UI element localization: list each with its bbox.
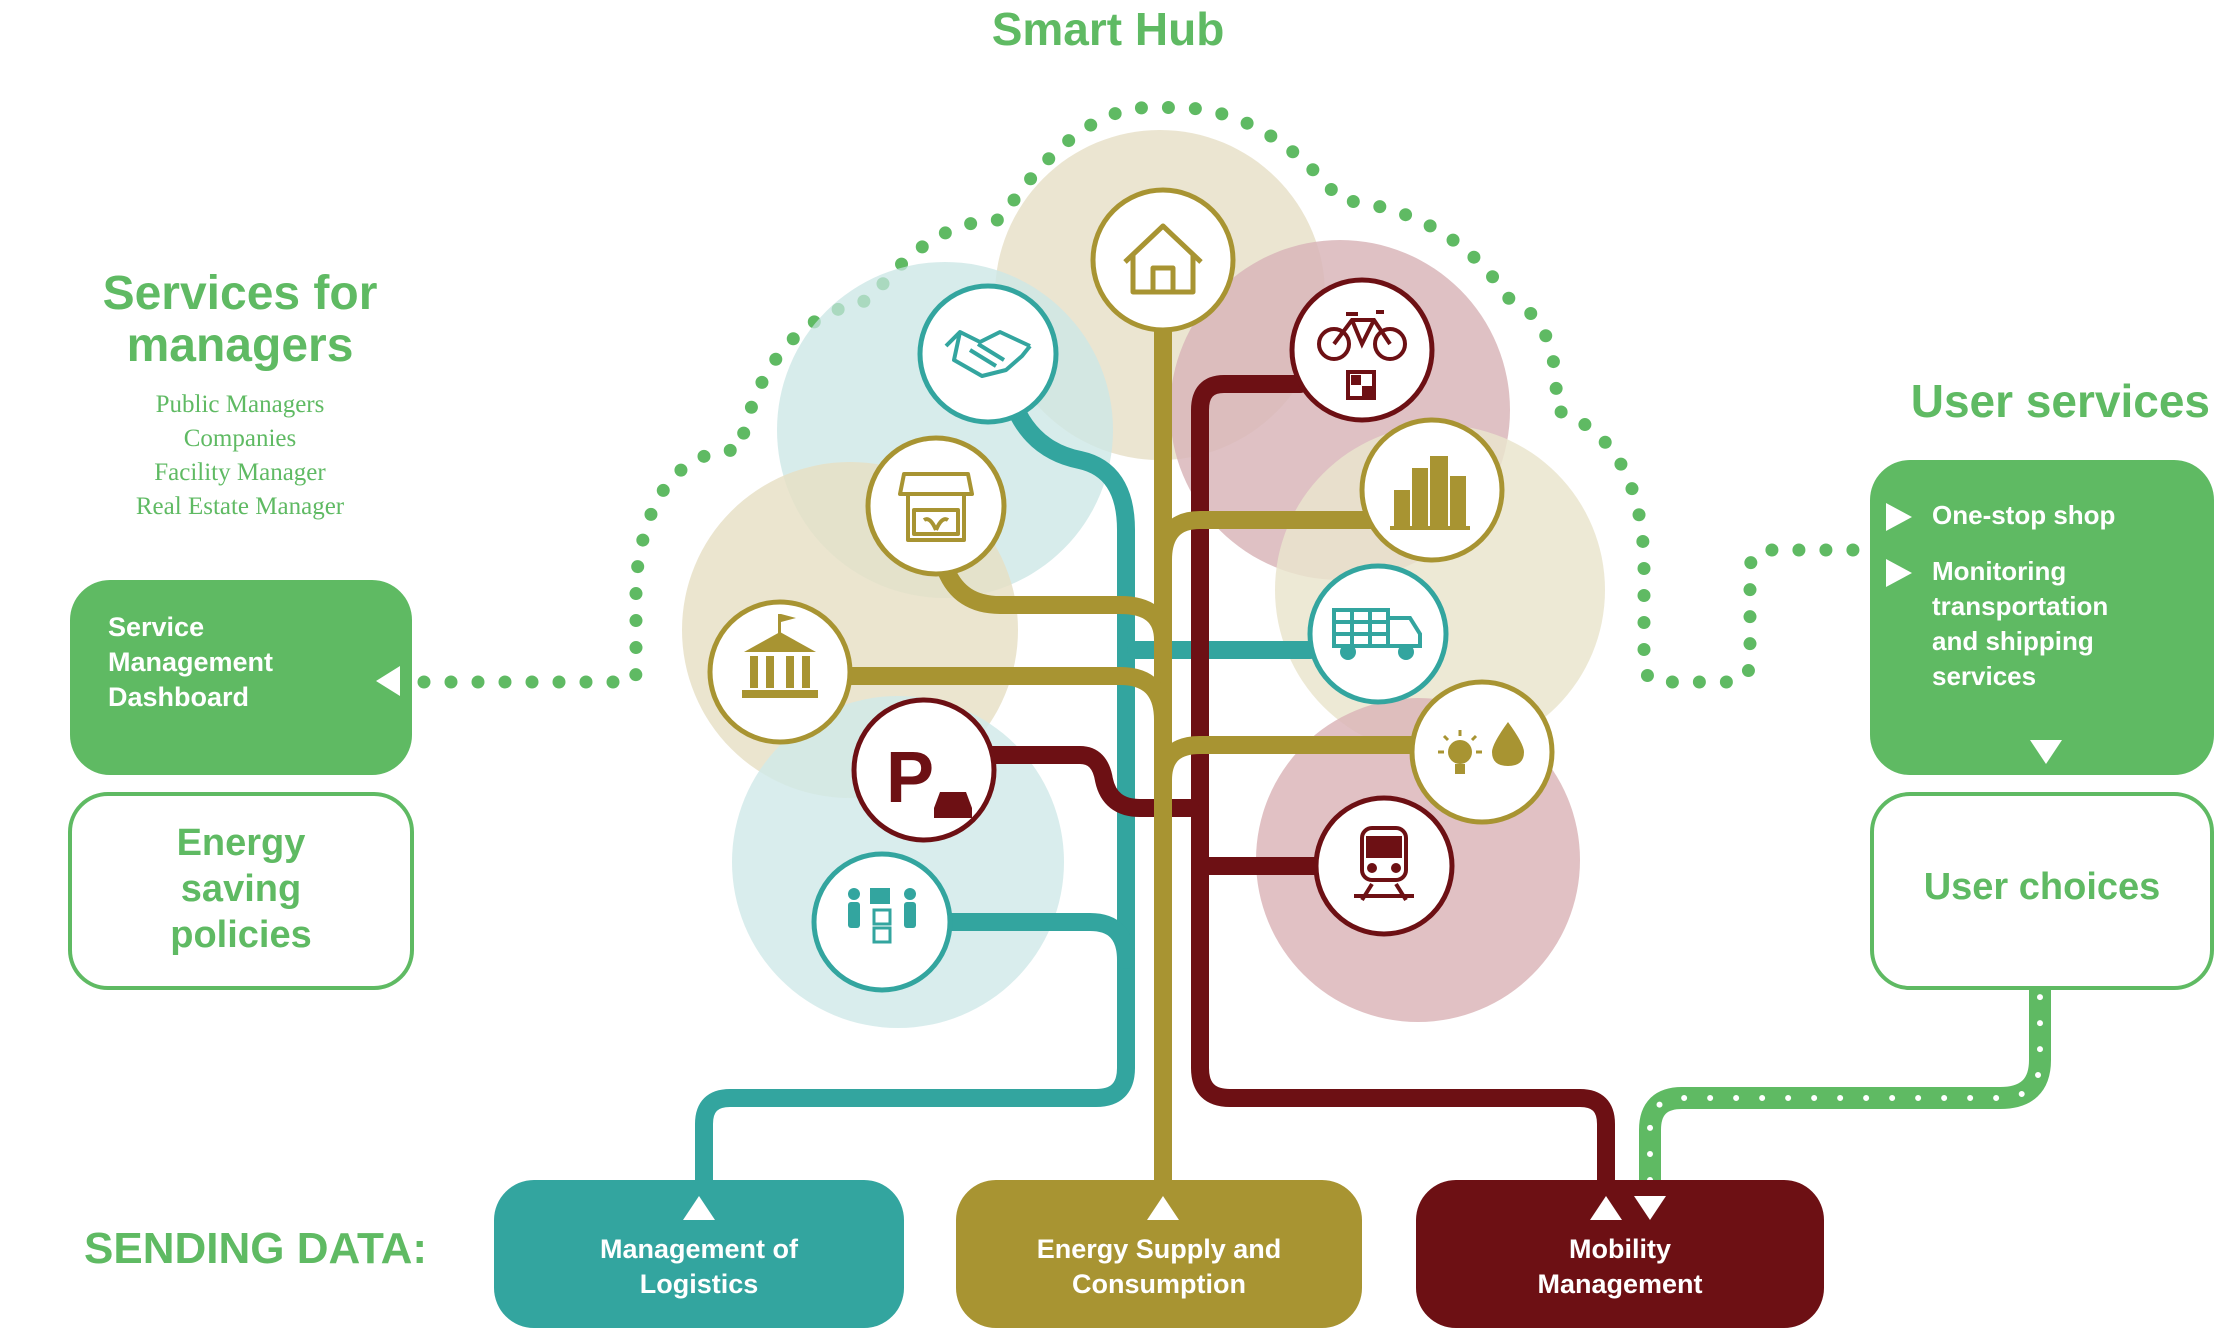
mobility-label-line1: Mobility [1569,1234,1671,1264]
energy-supply-label: Energy Supply and Consumption [956,1232,1362,1302]
truck-icon-circle [1307,563,1449,705]
gold-branches [841,309,1429,1189]
mobility-management-box[interactable]: Mobility Management [1416,1180,1824,1328]
logistics-label-line2: Logistics [639,1269,759,1299]
buildings-icon-circle [1359,417,1505,563]
managers-title-line1: Services for [102,267,378,320]
user-services-title: User services [1910,375,2210,427]
arrow-up-icon [1590,1196,1622,1220]
logistics-label: Management of Logistics [494,1232,904,1302]
managers-list-item: Real Estate Manager [135,493,345,520]
bulb-drop-icon-circle [1409,679,1555,825]
train-icon-circle [1313,795,1455,937]
house-icon-circle [1090,187,1236,333]
energy-supply-label-line1: Energy Supply and [1036,1234,1282,1264]
logistics-label-line1: Management of [599,1234,799,1264]
energy-supply-label-line2: Consumption [1072,1269,1246,1299]
dashboard-label-line3: Dashboard [108,682,250,712]
arrow-up-icon [1147,1196,1179,1220]
handshake-icon [944,330,1032,378]
energy-policies-line3: policies [170,914,312,956]
sending-data-label: SENDING DATA: [84,1224,428,1273]
user-choices-link [1639,979,2051,1191]
user-service-line: Monitoring [1932,556,2067,586]
energy-policies-line2: saving [180,868,302,910]
user-choices-label: User choices [1923,866,2161,908]
bank-icon-circle [707,599,853,745]
user-choices-link-dots [1647,987,2043,1183]
user-choices-box[interactable]: User choices [1870,792,2214,990]
managers-title: Services for managers [60,268,420,372]
service-management-dashboard[interactable]: Service Management Dashboard [70,580,412,775]
logistics-management-box[interactable]: Management of Logistics [494,1180,904,1328]
maroon-branches [981,375,1615,1189]
user-service-line: and shipping [1932,626,2094,656]
arrow-right-icon [1886,559,1912,587]
user-service-line: services [1932,661,2037,691]
arrow-left-icon [376,666,400,696]
market-stall-icon-circle [865,435,1007,577]
energy-supply-box[interactable]: Energy Supply and Consumption [956,1180,1362,1328]
mobility-label: Mobility Management [1416,1232,1824,1302]
people-exchange-icon [848,888,916,944]
parking-icon-circle: P [851,697,997,843]
parking-icon: P [886,738,934,818]
arrow-up-icon [683,1196,715,1220]
bicycle-qr-icon [1317,310,1407,400]
cloud-dotted-outline [417,100,1867,689]
arrow-down-icon [1634,1196,1666,1220]
energy-policies-line1: Energy [176,822,306,864]
bulb-drop-icon [1438,722,1524,774]
managers-list-item: Public Managers [155,391,325,418]
managers-title-line2: managers [126,319,354,372]
market-stall-icon [898,472,974,542]
page-title: Smart Hub [991,3,1225,55]
user-service-label: One-stop shop [1932,500,2116,530]
managers-list: Public Managers Companies Facility Manag… [60,388,420,524]
managers-list-item: Facility Manager [154,459,326,486]
people-exchange-icon-circle [811,851,953,993]
energy-policies-label: Energy saving policies [72,820,410,958]
dashboard-label: Service Management Dashboard [108,610,338,715]
mobility-label-line2: Management [1537,1269,1703,1299]
user-services-box[interactable]: One-stop shop Monitoring transportation … [1870,460,2214,775]
energy-saving-policies[interactable]: Energy saving policies [68,792,414,990]
user-service-line: transportation [1932,591,2109,621]
dashboard-label-line1: Service [108,612,205,642]
truck-icon [1332,608,1422,660]
train-icon [1354,826,1414,902]
arrow-right-icon [1886,503,1912,531]
bicycle-qr-icon-circle [1289,277,1435,423]
bank-icon [742,614,818,698]
house-icon [1123,223,1203,295]
handshake-icon-circle [917,283,1059,425]
user-service-label: Monitoring transportation and shipping s… [1932,554,2202,694]
managers-list-item: Companies [183,425,297,452]
buildings-icon [1390,456,1470,530]
arrow-down-icon [2030,740,2062,764]
dashboard-label-line2: Management [108,647,274,677]
